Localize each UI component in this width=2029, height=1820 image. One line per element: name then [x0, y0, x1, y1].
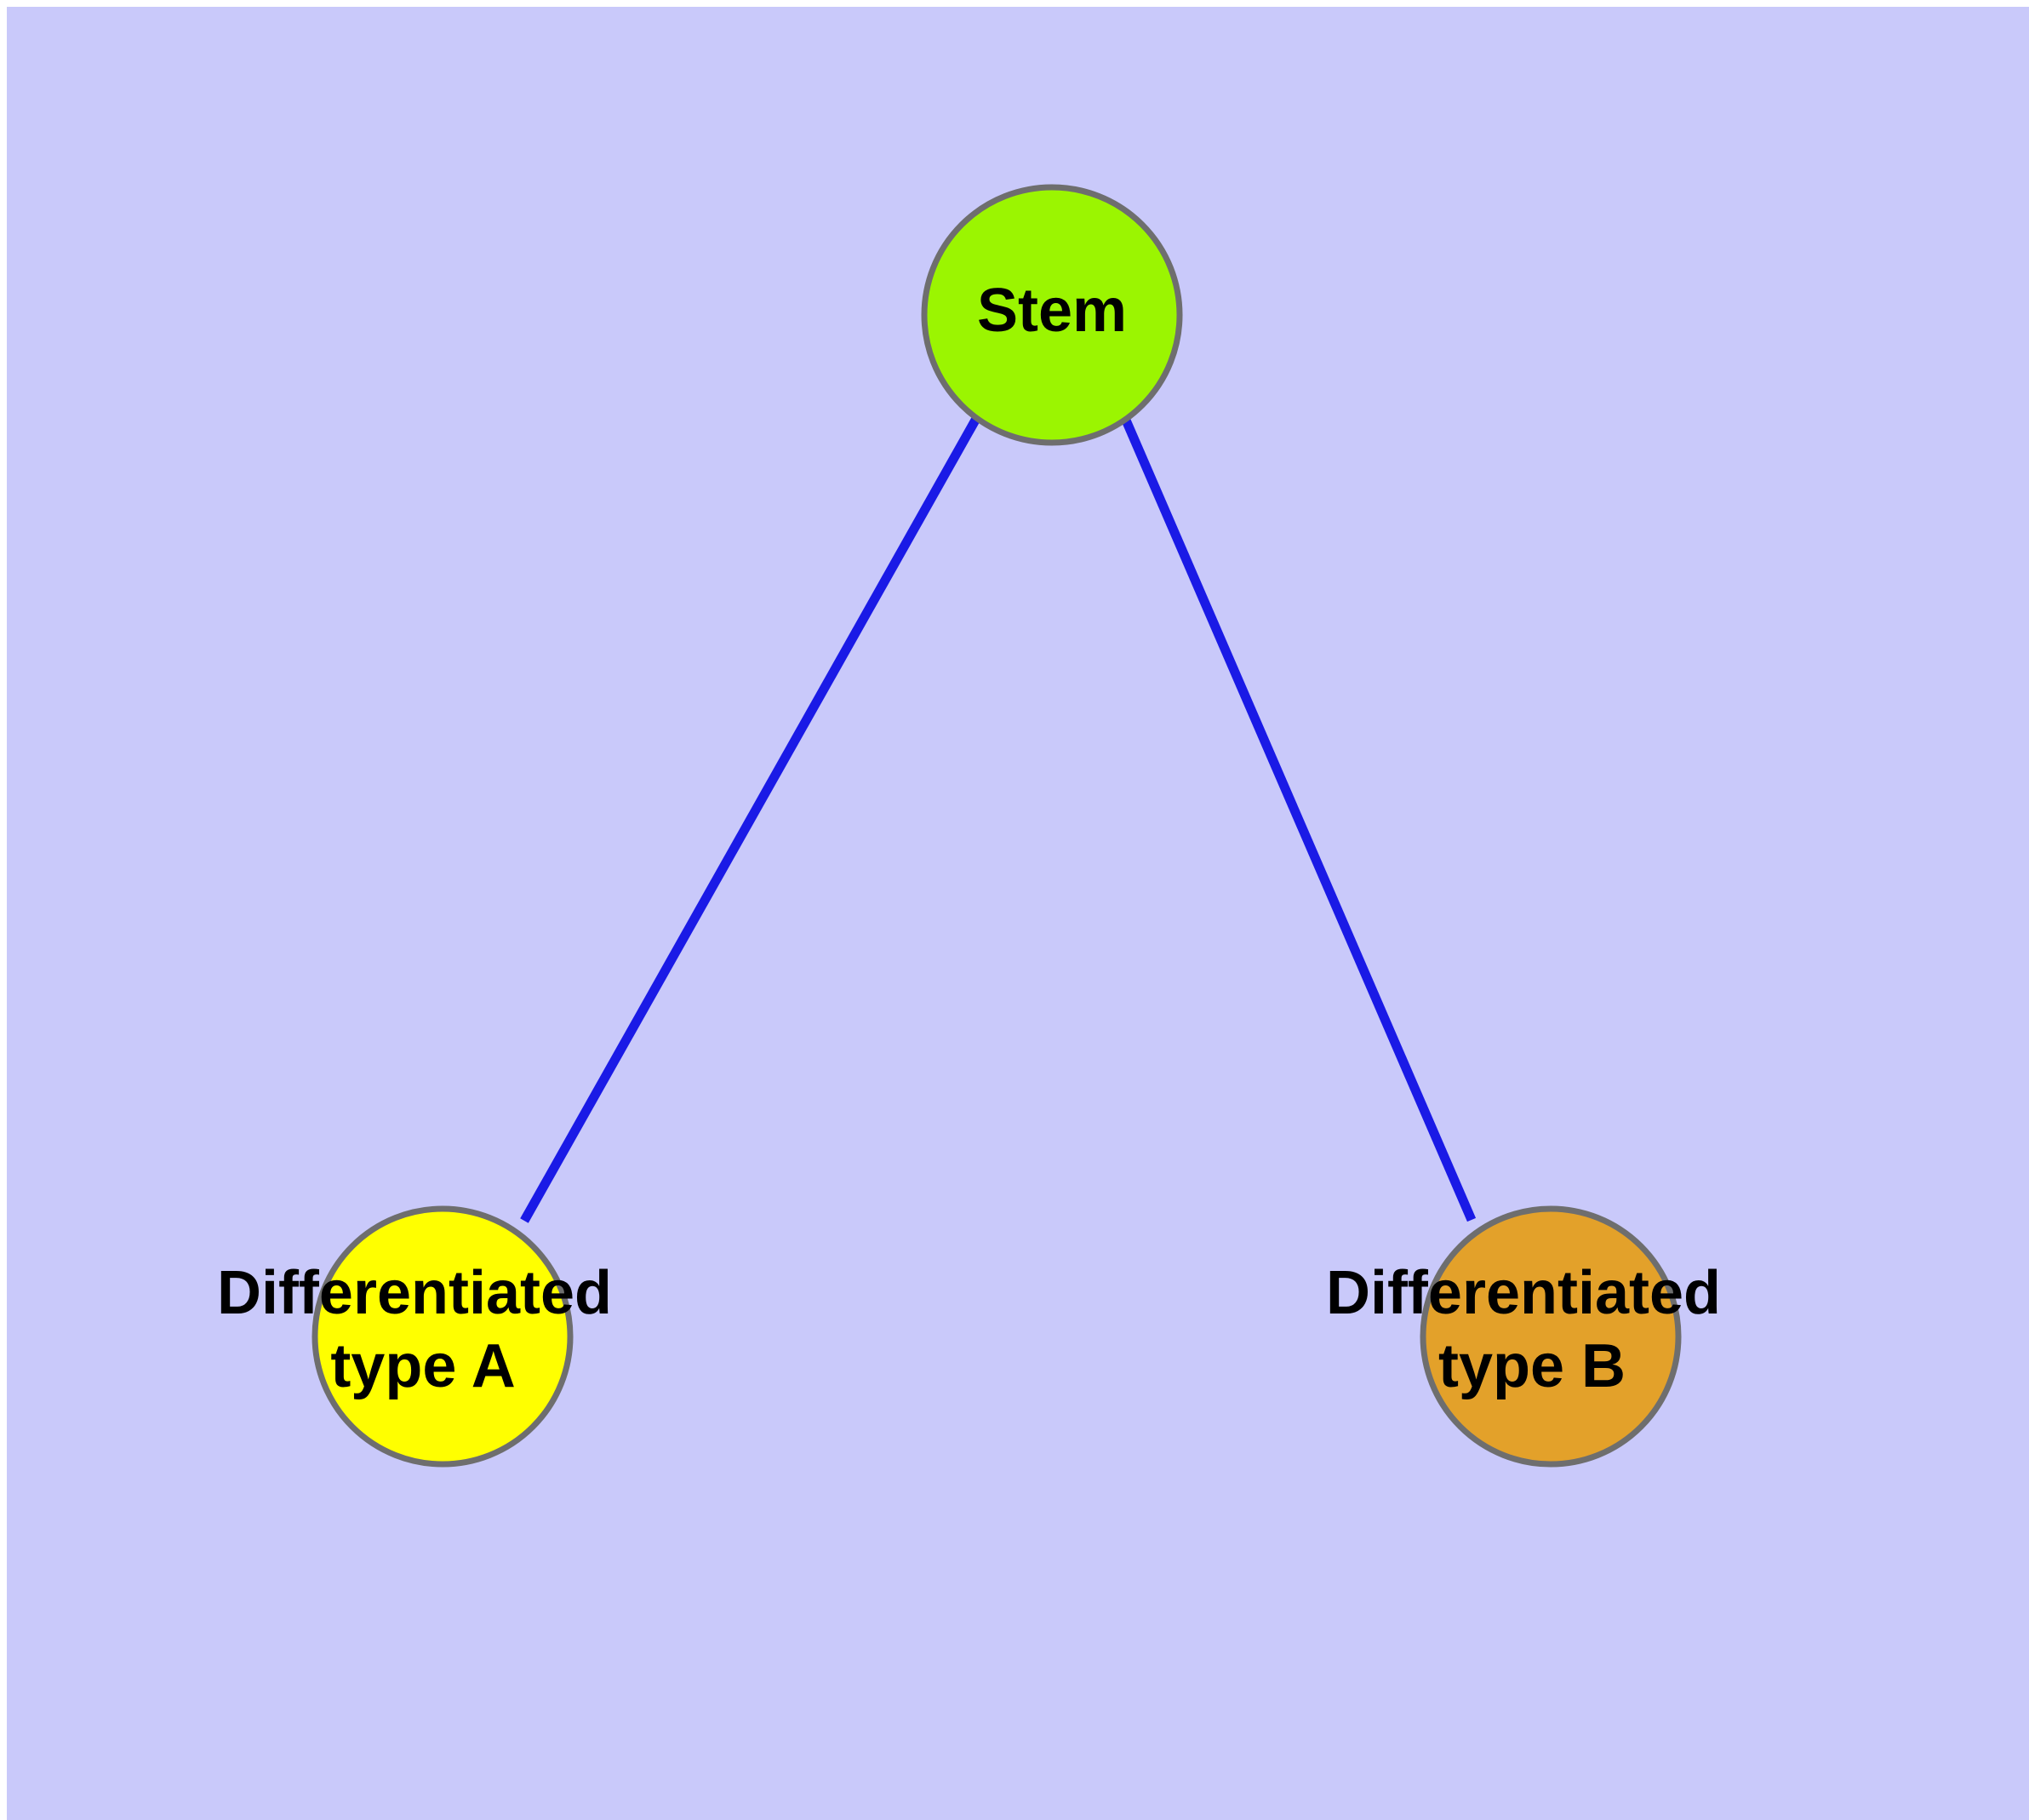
node-diff-b-label: Differentiated type B — [1326, 1259, 1738, 1400]
edge-layer — [520, 414, 1477, 1223]
node-diff-a-label-line-0: Differentiated — [217, 1259, 612, 1327]
edge-stem-to-diff-a — [520, 415, 981, 1223]
node-stem[interactable]: Stem — [921, 184, 1183, 446]
node-diff-b[interactable]: Differentiated type B — [1326, 1205, 1738, 1468]
node-layer: Stem Differentiated type A Differentiate… — [217, 184, 1738, 1468]
node-diff-a-label: Differentiated type A — [217, 1259, 629, 1400]
node-diff-b-label-line-1: type B — [1438, 1332, 1626, 1400]
node-stem-label: Stem — [977, 277, 1127, 345]
node-diff-a-label-line-1: type A — [330, 1332, 515, 1400]
node-diff-a-circle[interactable] — [311, 1205, 574, 1468]
node-stem-circle[interactable] — [921, 184, 1183, 446]
node-diff-b-label-line-0: Differentiated — [1326, 1259, 1721, 1327]
edge-stem-to-diff-b — [1119, 414, 1477, 1222]
node-diff-b-circle[interactable] — [1420, 1205, 1682, 1468]
node-stem-label-line-0: Stem — [977, 277, 1127, 345]
node-diff-a[interactable]: Differentiated type A — [217, 1205, 629, 1468]
